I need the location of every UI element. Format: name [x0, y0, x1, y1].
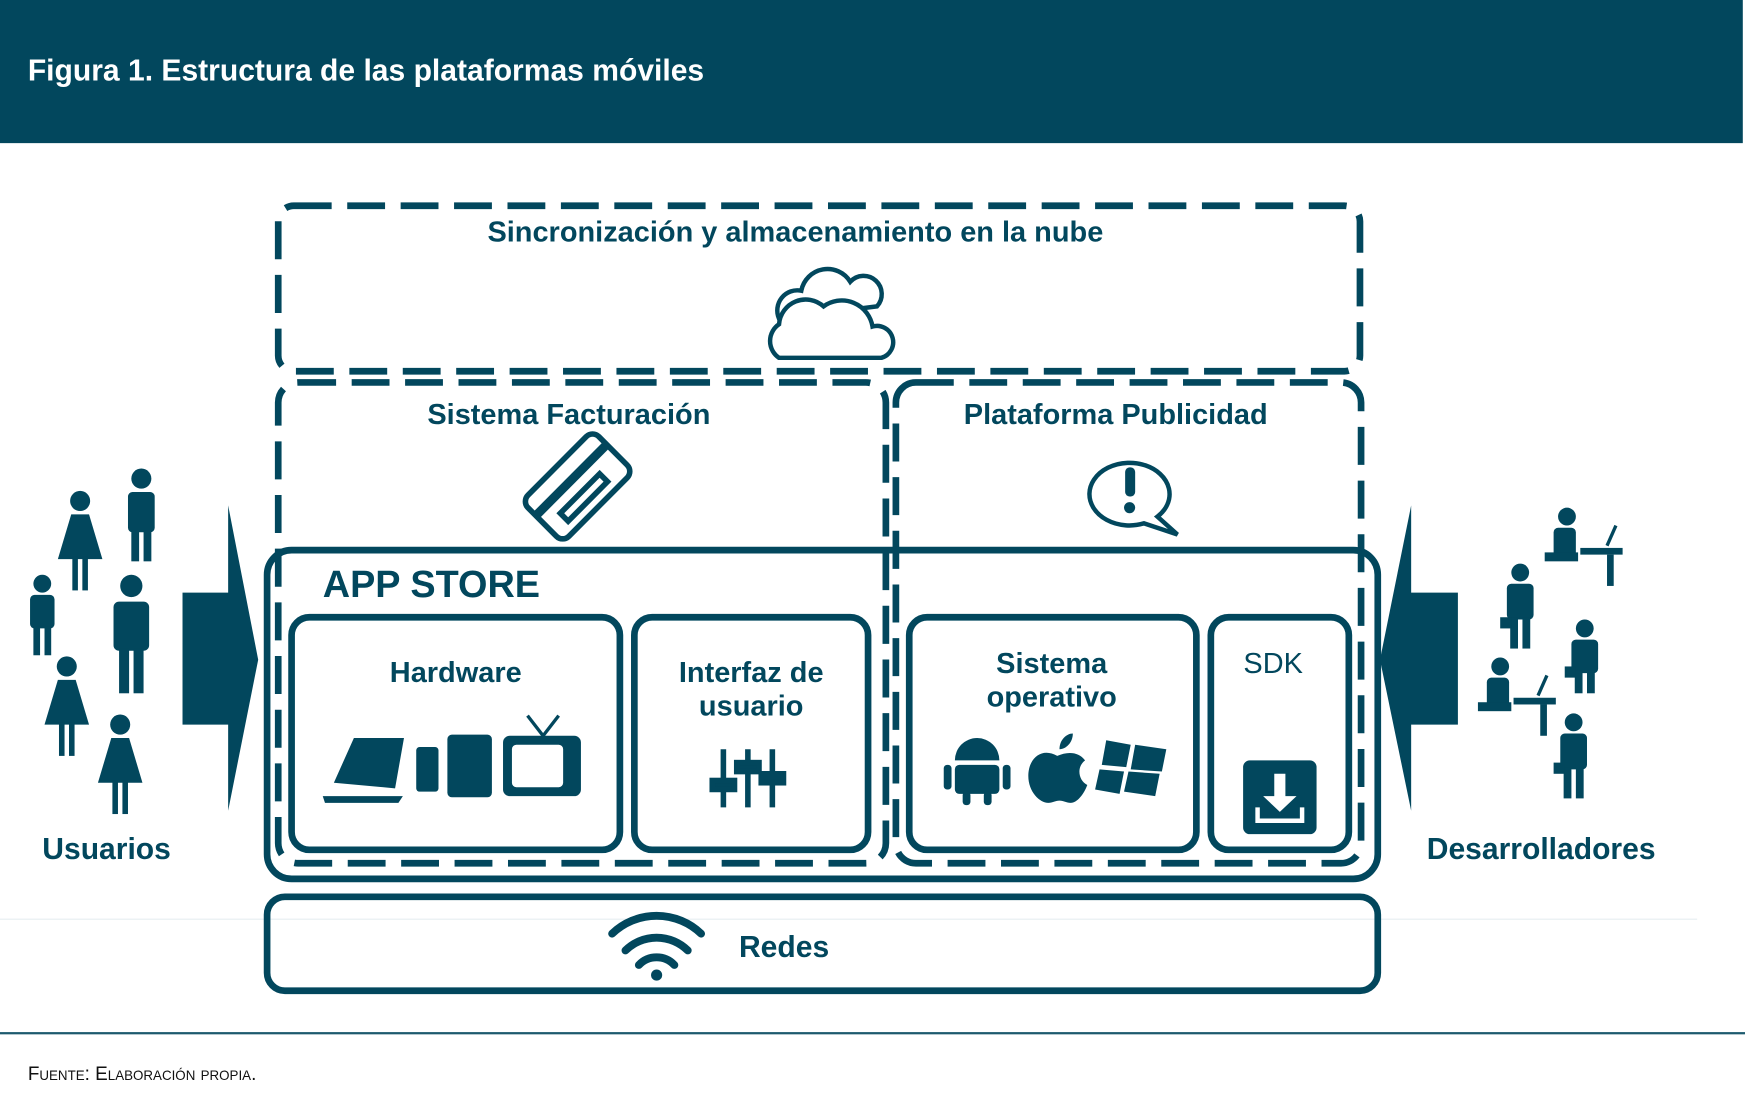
figure-title: Figura 1. Estructura de las plataformas …	[27, 53, 705, 88]
hardware-label: Hardware	[389, 655, 522, 689]
app-store-box	[263, 546, 1382, 883]
hardware-box	[288, 613, 624, 854]
networks-label: Redes	[738, 930, 830, 964]
users-icon	[30, 468, 155, 815]
figure-header: Figura 1. Estructura de las plataformas …	[0, 0, 1743, 144]
sliders-icon	[709, 749, 787, 808]
sdk-box	[1207, 613, 1353, 854]
alert-bubble-icon	[1087, 460, 1179, 537]
apple-icon	[1028, 733, 1088, 803]
billing-box	[274, 379, 890, 867]
windows-icon	[1095, 740, 1167, 797]
ui-box	[631, 613, 872, 854]
cloud-icon	[767, 266, 896, 361]
developers-label: Desarrolladores	[1426, 831, 1656, 866]
ui-label: Interfaz de usuario	[678, 655, 824, 723]
networks-box	[263, 893, 1382, 995]
figure-source: Fuente: Elaboración propia.	[27, 1063, 257, 1085]
credit-card-icon	[522, 431, 633, 542]
footer-divider	[0, 1032, 1745, 1035]
cloud-box	[274, 202, 1364, 375]
ads-box	[892, 379, 1365, 867]
os-box	[905, 613, 1200, 854]
ads-label: Plataforma Publicidad	[963, 396, 1268, 431]
billing-label: Sistema Facturación	[427, 396, 711, 431]
users-arrow	[182, 505, 259, 811]
sdk-label: SDK	[1243, 646, 1303, 680]
app-store-label: APP STORE	[322, 563, 541, 607]
users-label: Usuarios	[42, 831, 171, 866]
android-icon	[943, 738, 1011, 806]
wifi-icon	[608, 911, 706, 981]
cloud-label: Sincronización y almacenamiento en la nu…	[487, 214, 1104, 249]
download-icon	[1243, 760, 1317, 835]
developers-icon	[1477, 507, 1623, 799]
developers-arrow	[1379, 505, 1458, 811]
os-label: Sistema operativo	[986, 646, 1117, 714]
devices-icon	[322, 714, 581, 803]
